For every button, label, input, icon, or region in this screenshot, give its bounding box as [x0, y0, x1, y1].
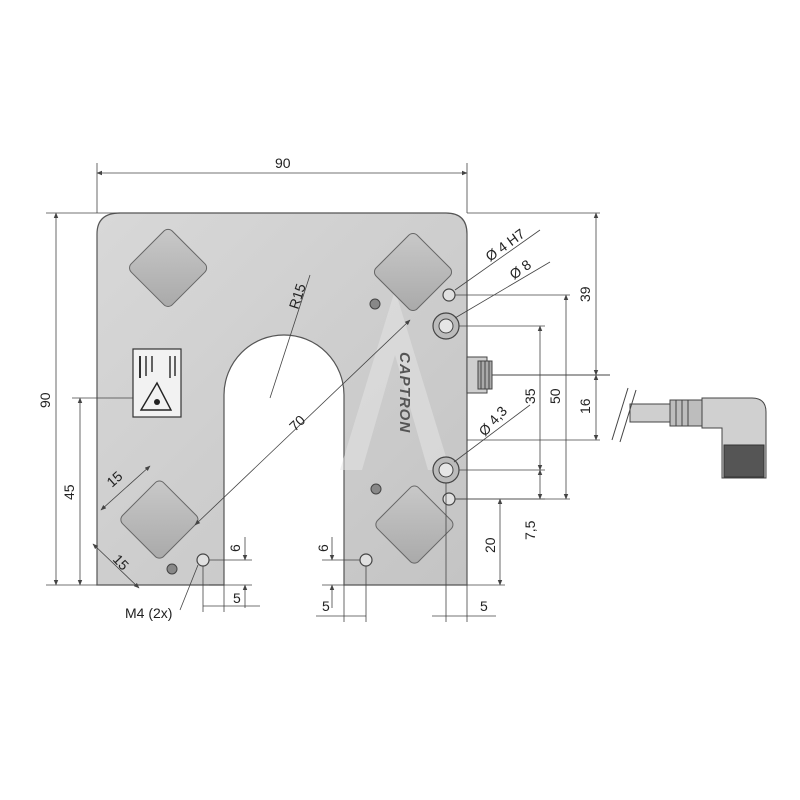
dim-offset-6-mid: 6 [315, 544, 331, 552]
sensor-pad-top-left [129, 228, 208, 307]
label-hole-43: Ø 4,3 [475, 403, 510, 439]
dim-35: 35 [522, 388, 538, 404]
dim-radius-r15: R15 [286, 281, 309, 311]
dim-offset-6-left: 6 [227, 544, 243, 552]
laser-warning-label [132, 348, 182, 418]
angled-plug [669, 397, 767, 479]
label-hole-8: Ø 8 [506, 256, 534, 282]
dim-20: 20 [482, 537, 498, 553]
hole-4h7-bottom [442, 492, 456, 506]
small-hole-top [369, 298, 381, 310]
dim-7-5: 7,5 [522, 520, 538, 540]
label-m4-holes: M4 (2x) [125, 605, 172, 621]
dim-diagonal-70: 70 [286, 412, 308, 434]
dim-offset-5-mid: 5 [322, 598, 330, 614]
dim-width-90: 90 [275, 155, 291, 171]
m4-hole-mid [359, 553, 373, 567]
hole-4h7-top [442, 288, 456, 302]
brand-logo: CAPTRON [396, 352, 413, 433]
dim-offset-5-right: 5 [480, 598, 488, 614]
small-hole-bottom [370, 483, 382, 495]
cable-connector [466, 356, 493, 394]
dim-16: 16 [577, 398, 593, 414]
dim-height-90: 90 [37, 392, 53, 408]
dim-height-45: 45 [61, 484, 77, 500]
dim-39: 39 [577, 286, 593, 302]
m4-hole-left [196, 553, 210, 567]
dim-50: 50 [547, 388, 563, 404]
cable-body [629, 403, 671, 423]
sensor-pad-top-right [373, 232, 453, 312]
dim-offset-5-left: 5 [233, 590, 241, 606]
